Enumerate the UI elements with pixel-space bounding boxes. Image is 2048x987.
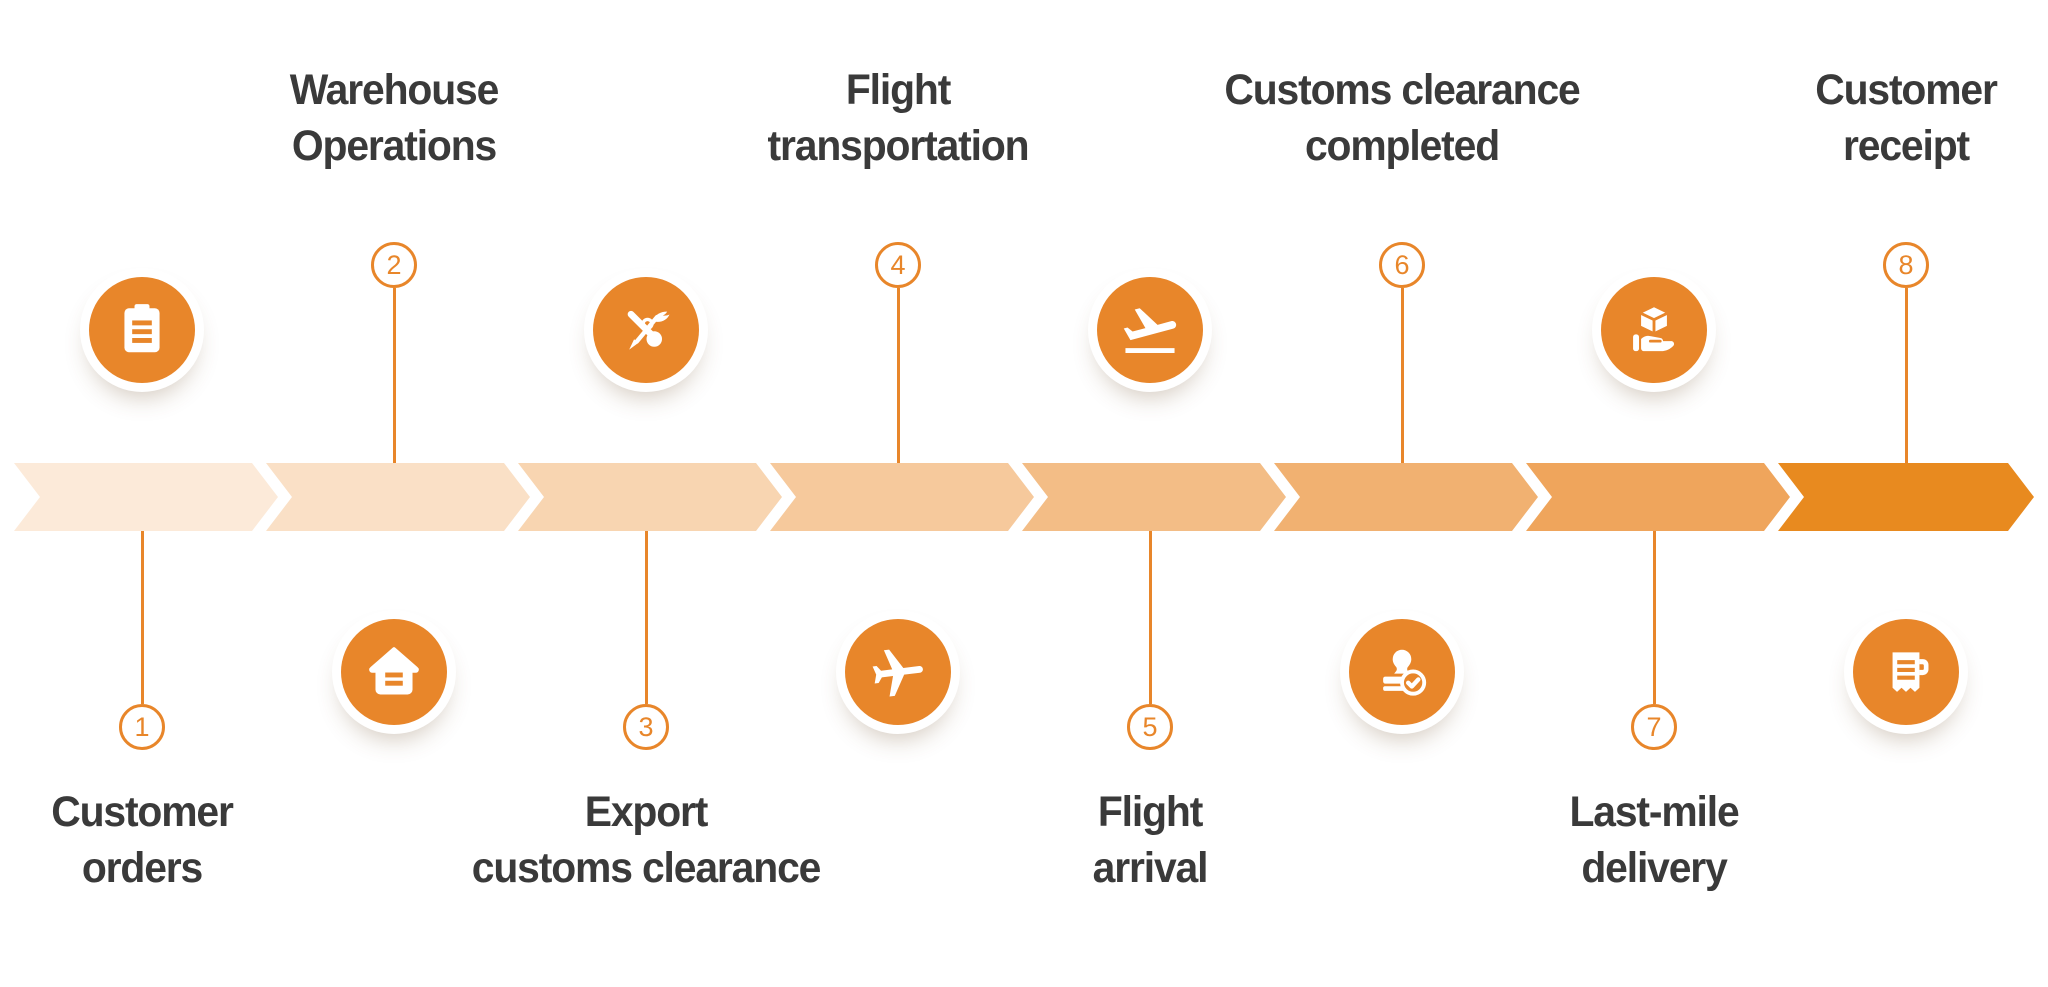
timeline-segment-4 [770, 463, 1034, 531]
step-label-7: Last-mile delivery [1354, 784, 1954, 896]
step-label-8: Customer receipt [1606, 62, 2048, 174]
receipt-icon [1853, 619, 1959, 725]
connector-line-5 [1148, 531, 1152, 704]
step-number-badge-5: 5 [1127, 704, 1173, 750]
step-label-line: Flight [845, 66, 951, 114]
connector-line-3 [644, 531, 648, 704]
step-label-line: delivery [1581, 844, 1727, 892]
timeline-segment-3 [518, 463, 782, 531]
hand-box-icon [1601, 277, 1707, 383]
step-label-line: Warehouse [289, 66, 500, 114]
step-number-badge-7: 7 [1631, 704, 1677, 750]
step-label-line: completed [1304, 122, 1500, 170]
step-label-line: receipt [1843, 122, 1970, 170]
warehouse-icon [341, 619, 447, 725]
step-label-line: Operations [291, 122, 497, 170]
step-label-line: Customs clearance [1224, 66, 1580, 114]
step-label-4: Flight transportation [598, 62, 1198, 174]
step-label-line: arrival [1092, 844, 1209, 892]
step-number-badge-8: 8 [1883, 242, 1929, 288]
timeline-segment-5 [1022, 463, 1286, 531]
step-number-badge-4: 4 [875, 242, 921, 288]
timeline-bar [0, 463, 2048, 531]
step-number-badge-2: 2 [371, 242, 417, 288]
timeline-segment-6 [1274, 463, 1538, 531]
step-label-5: Flight arrival [850, 784, 1450, 896]
step-number-badge-1: 1 [119, 704, 165, 750]
timeline-segment-7 [1526, 463, 1790, 531]
step-label-line: transportation [767, 122, 1030, 170]
timeline-segment-1 [14, 463, 278, 531]
customs-icon [593, 277, 699, 383]
connector-line-4 [896, 288, 900, 463]
clipboard-icon [89, 277, 195, 383]
step-number-badge-6: 6 [1379, 242, 1425, 288]
step-number-badge-3: 3 [623, 704, 669, 750]
stamp-check-icon [1349, 619, 1455, 725]
step-label-line: Last-mile [1569, 788, 1739, 836]
plane-icon [845, 619, 951, 725]
plane-landing-icon [1097, 277, 1203, 383]
connector-line-2 [392, 288, 396, 463]
step-label-line: Customer [51, 788, 234, 836]
connector-line-7 [1652, 531, 1656, 704]
step-label-line: Customer [1815, 66, 1998, 114]
step-label-line: customs clearance [471, 844, 822, 892]
timeline-segment-8 [1778, 463, 2034, 531]
timeline-segment-2 [266, 463, 530, 531]
connector-line-6 [1400, 288, 1404, 463]
connector-line-8 [1904, 288, 1908, 463]
step-label-line: orders [81, 844, 203, 892]
step-label-line: Flight [1097, 788, 1203, 836]
step-label-6: Customs clearance completed [1102, 62, 1702, 174]
step-label-1: Customer orders [0, 784, 442, 896]
step-label-line: Export [584, 788, 709, 836]
step-label-3: Export customs clearance [346, 784, 946, 896]
connector-line-1 [140, 531, 144, 704]
